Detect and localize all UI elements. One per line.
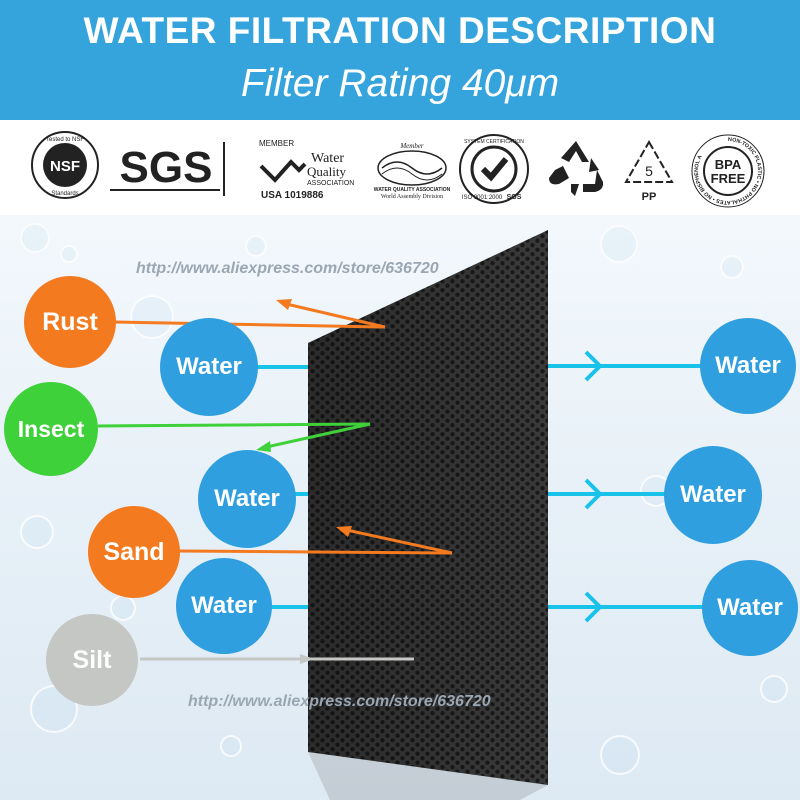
sgs-mark: SGS	[120, 143, 213, 192]
silt-label: Silt	[72, 645, 112, 674]
wqa-world-line1: WATER QUALITY ASSOCIATION	[374, 187, 451, 193]
water-out-label: Water	[717, 594, 783, 621]
nsf-logo: NSF Tested to NSF Standards	[31, 131, 99, 199]
silt-particle: Silt	[46, 614, 138, 706]
page-title: WATER FILTRATION DESCRIPTION	[83, 10, 717, 51]
free-text: FREE	[711, 171, 746, 186]
wqa-logo: MEMBER Water Quality ASSOCIATION USA 101…	[259, 139, 354, 201]
nsf-bottom-text: Standards	[51, 191, 78, 197]
insect-label: Insect	[17, 415, 85, 442]
bubble	[245, 235, 267, 257]
bubble	[720, 255, 744, 279]
pp-label: PP	[642, 191, 657, 203]
wqa-world-member: Member	[399, 142, 424, 150]
wqa-quality-text: Quality	[307, 164, 346, 179]
wqa-member-text: MEMBER	[259, 139, 294, 148]
sgs-logo: SGS	[110, 142, 225, 196]
water-out-label: Water	[715, 352, 781, 379]
watermark-top: http://www.aliexpress.com/store/636720	[136, 260, 439, 277]
insect-particle: Insect	[4, 382, 98, 476]
sand-particle: Sand	[88, 506, 180, 598]
nsf-mark: NSF	[50, 158, 80, 175]
recycle-icon	[549, 141, 604, 196]
water-out-circle: Water	[700, 318, 796, 414]
iso-ring-text: SYSTEM CERTIFICATION	[464, 139, 524, 145]
bubble	[20, 515, 54, 549]
watermark-bottom: http://www.aliexpress.com/store/636720	[188, 693, 491, 710]
water-in-label: Water	[214, 485, 280, 512]
wqa-id-text: USA 1019886	[261, 190, 324, 201]
water-in-label: Water	[176, 353, 242, 380]
pp-recycle-icon: 5 PP	[624, 139, 674, 203]
bubble	[760, 675, 788, 703]
bubble	[600, 735, 640, 775]
bubble	[600, 225, 638, 263]
wqa-world-logo: Member WATER QUALITY ASSOCIATION World A…	[374, 142, 451, 200]
pp-number: 5	[645, 163, 653, 179]
bubble	[220, 735, 242, 757]
bubble	[130, 295, 174, 339]
water-in-circle: Water	[160, 318, 258, 416]
bubble	[110, 595, 136, 621]
nsf-top-text: Tested to NSF	[46, 137, 84, 143]
water-out-circle: Water	[702, 560, 798, 656]
wqa-association-text: ASSOCIATION	[307, 180, 354, 187]
bubble	[20, 223, 50, 253]
header-banner: WATER FILTRATION DESCRIPTION Filter Rati…	[0, 0, 800, 120]
water-in-circle: Water	[176, 558, 272, 654]
wqa-water-text: Water	[311, 151, 344, 166]
water-out-circle: Water	[664, 446, 762, 544]
iso-sgs-text: SGS	[507, 194, 522, 201]
bubble	[60, 245, 78, 263]
water-in-circle: Water	[198, 450, 296, 548]
iso-certification-logo: SYSTEM CERTIFICATION ISO 9001:2000 SGS	[459, 134, 529, 204]
filter-rating: Filter Rating 40μm	[240, 62, 560, 105]
bpa-text: BPA	[715, 157, 742, 172]
sand-label: Sand	[103, 537, 165, 566]
iso-number-text: ISO 9001:2000	[462, 195, 503, 201]
certification-strip	[0, 120, 800, 215]
water-in-label: Water	[191, 592, 257, 619]
rust-particle: Rust	[24, 276, 116, 368]
bpa-free-logo: BPA FREE NON-TOXIC PLASTIC • NO PHTHALAT…	[691, 134, 765, 208]
water-out-label: Water	[680, 481, 746, 508]
rust-label: Rust	[42, 307, 98, 336]
wqa-world-line2: World Assembly Division	[381, 194, 443, 200]
